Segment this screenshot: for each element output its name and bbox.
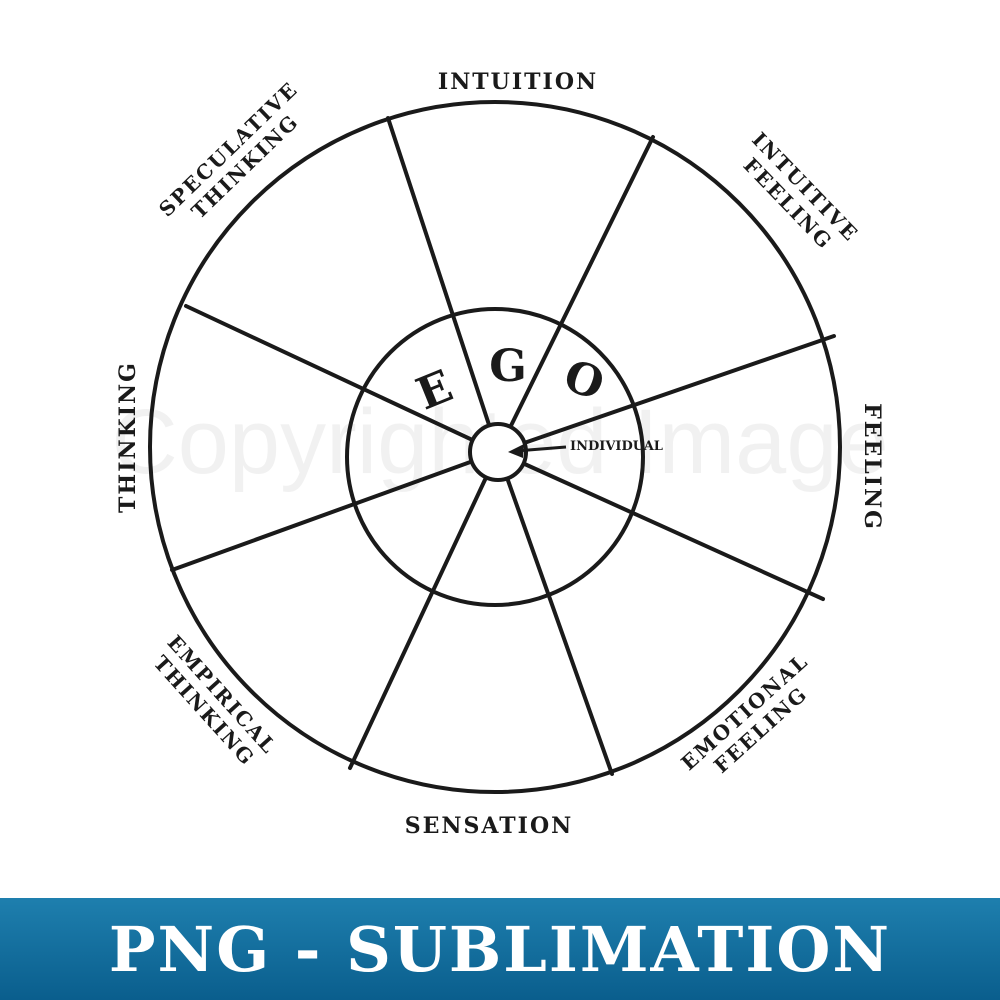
- banner: PNG - SUBLIMATION: [0, 898, 1000, 1000]
- individual-arrow-head: [508, 444, 524, 458]
- ego-circle: [345, 307, 645, 607]
- label-thinking: THINKING: [115, 361, 141, 513]
- label-sensation: SENSATION: [405, 813, 573, 839]
- spoke-feeling: [521, 461, 825, 601]
- spoke-emotional-feeling: [505, 476, 614, 776]
- spoke-thinking: [184, 304, 475, 443]
- ego-letter-g: G: [489, 341, 527, 392]
- spoke-intuition-right: [508, 135, 655, 429]
- spoke-empirical-thinking: [170, 459, 474, 572]
- label-feeling: FEELING: [859, 403, 885, 531]
- ego-letter-o: O: [557, 350, 610, 411]
- spoke-sensation-right: [348, 475, 489, 770]
- spokes: [170, 116, 836, 776]
- psyche-wheel-diagram: E G O INDIVIDUAL INTUITION INTUITIVE FEE…: [115, 69, 885, 839]
- individual-circle: [468, 422, 528, 482]
- banner-text: PNG - SUBLIMATION: [108, 912, 892, 986]
- spoke-speculative-thinking: [386, 116, 492, 428]
- outer-circle: [148, 100, 842, 794]
- spoke-intuitive-feeling: [522, 334, 836, 445]
- individual-arrow-line: [515, 445, 567, 453]
- label-speculative: SPECULATIVE: [154, 77, 303, 222]
- ego-letter-e: E: [409, 361, 459, 421]
- diagram-canvas: Copyrighted Image E G O INDIVIDUAL INTUI…: [111, 69, 888, 839]
- label-intuition: INTUITION: [438, 69, 598, 95]
- individual-label: INDIVIDUAL: [570, 439, 663, 454]
